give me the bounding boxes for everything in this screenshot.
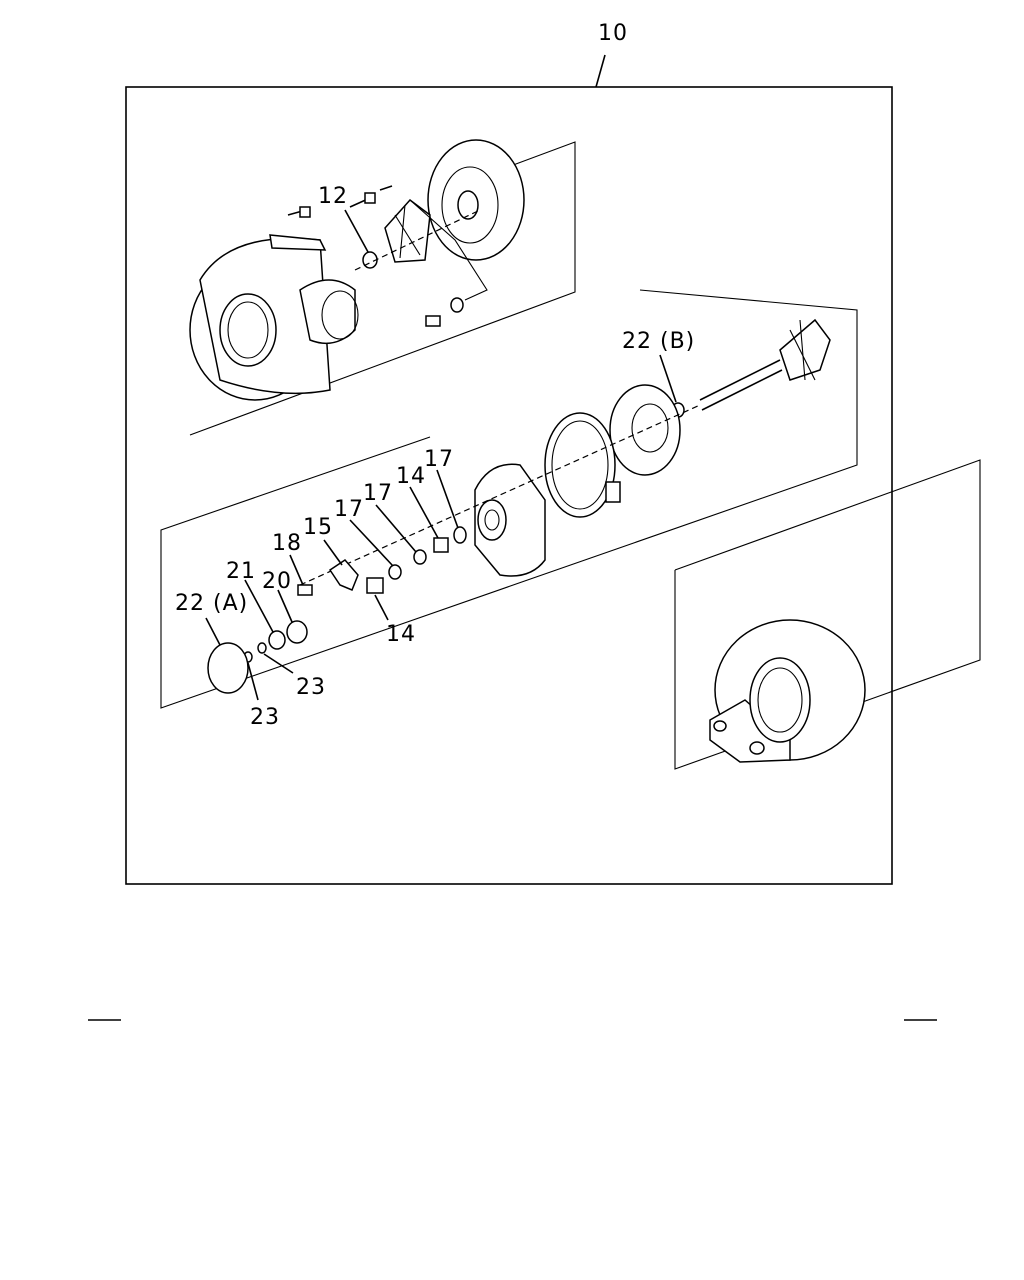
callout-12: 12	[318, 184, 348, 209]
callout-23a: 23	[296, 675, 326, 700]
leader-12	[344, 209, 369, 253]
v-band-clamp	[544, 412, 621, 518]
compressor-axis	[354, 209, 481, 271]
callout-14b: 14	[386, 622, 416, 647]
compressor-backplate	[427, 139, 525, 261]
callout-17c: 17	[334, 497, 364, 522]
compressor-housing	[189, 234, 359, 401]
subgroup-bracket-turbine	[674, 459, 981, 770]
part-21-ring	[268, 630, 286, 650]
part-14a-nut	[433, 537, 449, 553]
callout-18: 18	[272, 531, 302, 556]
center-leaders	[205, 469, 459, 701]
part-17c-ring	[388, 564, 402, 580]
leader-10	[595, 54, 606, 88]
part-23a-clip	[257, 642, 267, 654]
callout-17b: 17	[363, 481, 393, 506]
callout-22a: 22 (A)	[175, 591, 248, 616]
callout-20: 20	[262, 569, 292, 594]
callout-17a: 17	[424, 447, 454, 472]
leader-22b	[659, 354, 677, 403]
part-14b-nut	[366, 577, 384, 594]
compressor-wheel	[384, 198, 431, 263]
part-22a-oring	[207, 642, 249, 694]
callout-14a: 14	[396, 464, 426, 489]
part-15-bracket	[328, 559, 359, 591]
callout-10: 10	[598, 21, 628, 46]
turbine-housing	[709, 619, 866, 763]
part-20-bearing	[286, 620, 308, 644]
compressor-bolt-guide	[409, 199, 488, 301]
callout-22b: 22 (B)	[622, 329, 695, 354]
heat-shield	[609, 384, 681, 476]
part-17a-ring	[453, 526, 467, 544]
callout-23b: 23	[250, 705, 280, 730]
center-housing	[474, 463, 546, 577]
diagram-frame	[125, 86, 893, 885]
upper-bolts	[287, 185, 464, 327]
center-axis	[299, 404, 701, 586]
callout-21: 21	[226, 559, 256, 584]
subgroup-bracket-center	[160, 289, 858, 709]
turbine-shaft-wheel	[699, 318, 831, 411]
part-18-bolt	[297, 584, 313, 596]
callout-15: 15	[303, 515, 333, 540]
part-17b-ring	[413, 549, 427, 565]
